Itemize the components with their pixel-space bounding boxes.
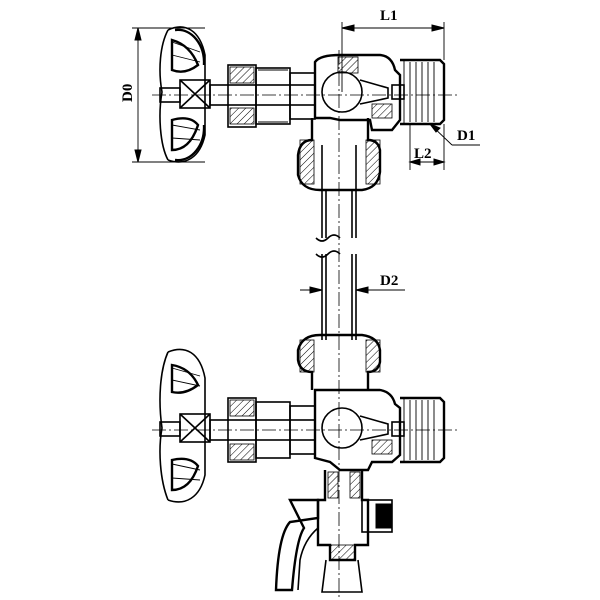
- label-d1: D1: [457, 128, 475, 144]
- dimension-l2: L2: [408, 124, 446, 170]
- upper-stem: [209, 64, 316, 128]
- gauge-tube: [315, 190, 357, 340]
- upper-valve: [159, 26, 446, 192]
- label-d2: D2: [380, 273, 398, 289]
- upper-outlet: [391, 58, 446, 126]
- lower-body: [313, 388, 402, 472]
- drain-cock: [274, 470, 393, 593]
- dimension-l1: L1: [341, 8, 445, 92]
- label-d0: D0: [120, 84, 136, 102]
- label-l2: L2: [414, 146, 432, 162]
- centerlines: [152, 50, 460, 598]
- upper-coupling: [296, 118, 382, 192]
- lower-handwheel: [159, 348, 211, 503]
- label-l1: L1: [380, 8, 398, 24]
- dimension-d2: D2: [300, 273, 405, 294]
- lower-valve: [159, 333, 446, 593]
- upper-handwheel: [159, 26, 211, 163]
- upper-body: [313, 53, 402, 132]
- lower-coupling: [296, 333, 382, 390]
- dimension-d1: D1: [428, 122, 480, 146]
- dimension-d0: D0: [120, 27, 205, 163]
